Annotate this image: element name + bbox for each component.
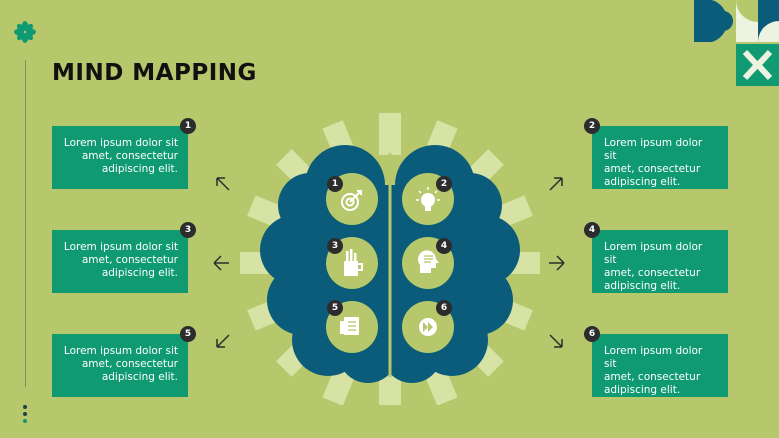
info-box-text: Lorem ipsum dolor sit amet, consectetur …: [604, 137, 703, 188]
geometric-pattern: [694, 0, 779, 86]
node-badge-2: 2: [436, 176, 452, 192]
info-box-2: Lorem ipsum dolor sit amet, consectetur …: [592, 126, 728, 189]
info-box-text: Lorem ipsum dolor sit amet, consectetur …: [604, 241, 703, 292]
page-title: MIND MAPPING: [52, 60, 257, 86]
arrow-right-icon: [549, 255, 565, 271]
arrow-left-icon: [213, 255, 229, 271]
info-box-4: Lorem ipsum dolor sit amet, consectetur …: [592, 230, 728, 293]
head-idea-icon: [418, 250, 439, 273]
document-icon: [340, 317, 359, 335]
node-badge-5: 5: [327, 300, 343, 316]
info-box-5: Lorem ipsum dolor sit amet, consectetur …: [52, 334, 188, 397]
arrow-up-left-icon: [216, 177, 230, 191]
node-badge-4: 4: [436, 238, 452, 254]
fast-forward-icon: [419, 318, 437, 336]
info-box-1: Lorem ipsum dolor sit amet, consectetur …: [52, 126, 188, 189]
box-badge-1: 1: [180, 118, 196, 134]
info-box-6: Lorem ipsum dolor sit amet, consectetur …: [592, 334, 728, 397]
box-badge-5: 5: [180, 326, 196, 342]
box-badge-4: 4: [584, 222, 600, 238]
info-box-text: Lorem ipsum dolor sit amet, consectetur …: [63, 241, 178, 279]
arrow-up-right-icon: [549, 177, 563, 191]
brain-diagram: [240, 113, 540, 405]
info-box-text: Lorem ipsum dolor sit amet, consectetur …: [63, 345, 178, 383]
node-badge-1: 1: [327, 176, 343, 192]
node-badge-6: 6: [436, 300, 452, 316]
vertical-divider: [25, 60, 26, 387]
arrow-down-right-icon: [549, 334, 563, 348]
info-box-text: Lorem ipsum dolor sit amet, consectetur …: [63, 137, 178, 175]
node-badge-3: 3: [327, 238, 343, 254]
box-badge-6: 6: [584, 326, 600, 342]
arrow-down-left-icon: [216, 334, 230, 348]
flower-icon: [14, 21, 36, 43]
info-box-3: Lorem ipsum dolor sit amet, consectetur …: [52, 230, 188, 293]
target-icon: [341, 190, 362, 211]
info-box-text: Lorem ipsum dolor sit amet, consectetur …: [604, 345, 703, 396]
vertical-dots-icon: [22, 405, 28, 426]
pencil-cup-icon: [344, 249, 363, 276]
box-badge-2: 2: [584, 118, 600, 134]
lightbulb-icon: [416, 187, 440, 211]
box-badge-3: 3: [180, 222, 196, 238]
